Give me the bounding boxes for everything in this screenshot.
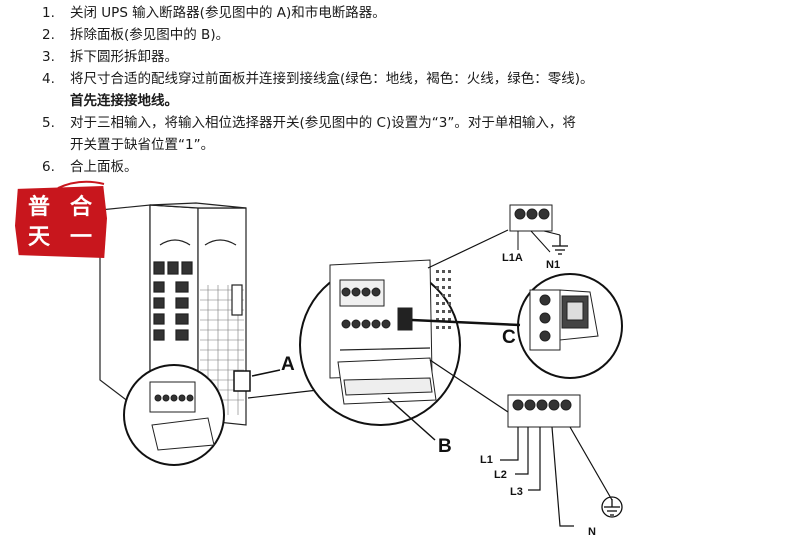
step-number: 3.	[42, 49, 55, 65]
step-6: 6. 合上面板。	[42, 156, 682, 178]
step-4-note: 首先连接接地线。	[70, 93, 178, 109]
ground-icon	[552, 235, 568, 255]
callout-line-c	[411, 318, 521, 327]
step-number: 4.	[42, 71, 55, 87]
detail-circle-small	[123, 364, 225, 466]
label-l2: L2	[494, 469, 507, 481]
terminal-block-bottom	[500, 394, 613, 527]
step-5: 5. 对于三相输入，将输入相位选择器开关(参见图中的 C)设置为“3”。对于单相…	[42, 112, 682, 134]
step-1: 1. 关闭 UPS 输入断路器(参见图中的 A)和市电断路器。	[42, 2, 682, 24]
connector-line	[247, 389, 319, 399]
step-text: 关闭 UPS 输入断路器(参见图中的 A)和市电断路器。	[70, 5, 386, 21]
label-l3: L3	[510, 486, 523, 498]
stamp-char: 天	[27, 224, 50, 250]
step-number: 2.	[42, 27, 55, 43]
leader-top-terminal	[427, 229, 509, 269]
step-text: 对于三相输入，将输入相位选择器开关(参见图中的 C)设置为“3”。对于单相输入，…	[70, 115, 576, 131]
step-text: 拆除面板(参见图中的 B)。	[70, 27, 230, 43]
terminal-panel-detail	[329, 259, 451, 405]
step-number: 1.	[42, 5, 55, 21]
stamp-char: 一	[69, 224, 92, 250]
stamp-char: 普	[27, 194, 50, 220]
label-l1: L1	[480, 454, 493, 466]
step-number: 6.	[42, 159, 55, 175]
terminal-block-top	[509, 204, 561, 253]
small-terminal-box	[149, 381, 215, 451]
label-n: N	[588, 526, 596, 538]
label-n1: N1	[546, 259, 560, 271]
red-seal-stamp: 普 合 天 一	[15, 186, 107, 258]
step-text: 拆下圆形拆卸器。	[70, 49, 178, 65]
red-ink-mark	[57, 180, 105, 189]
step-number: 5.	[42, 115, 55, 131]
step-4: 4. 将尺寸合适的配线穿过前面板并连接到接线盒(绿色：地线，褐色：火线，绿色：零…	[42, 68, 682, 90]
leader-bottom-terminal	[429, 359, 509, 413]
callout-c: C	[502, 327, 516, 348]
callout-b: B	[438, 436, 452, 457]
callout-line-a	[251, 369, 281, 377]
step-5-continuation: 开关置于缺省位置“1”。	[70, 137, 215, 153]
step-2: 2. 拆除面板(参见图中的 B)。	[42, 24, 682, 46]
step-3: 3. 拆下圆形拆卸器。	[42, 46, 682, 68]
label-l1a: L1A	[502, 252, 523, 264]
step-text: 将尺寸合适的配线穿过前面板并连接到接线盒(绿色：地线，褐色：火线，绿色：零线)。	[70, 71, 594, 87]
phase-selector-switch	[529, 289, 599, 351]
step-text: 合上面板。	[70, 159, 138, 175]
stamp-char: 合	[69, 194, 92, 220]
protective-earth-icon	[601, 496, 623, 518]
callout-line-b	[387, 397, 436, 441]
input-breaker	[233, 370, 251, 392]
callout-a: A	[281, 354, 295, 375]
instruction-list: 1. 关闭 UPS 输入断路器(参见图中的 A)和市电断路器。 2. 拆除面板(…	[42, 2, 682, 178]
